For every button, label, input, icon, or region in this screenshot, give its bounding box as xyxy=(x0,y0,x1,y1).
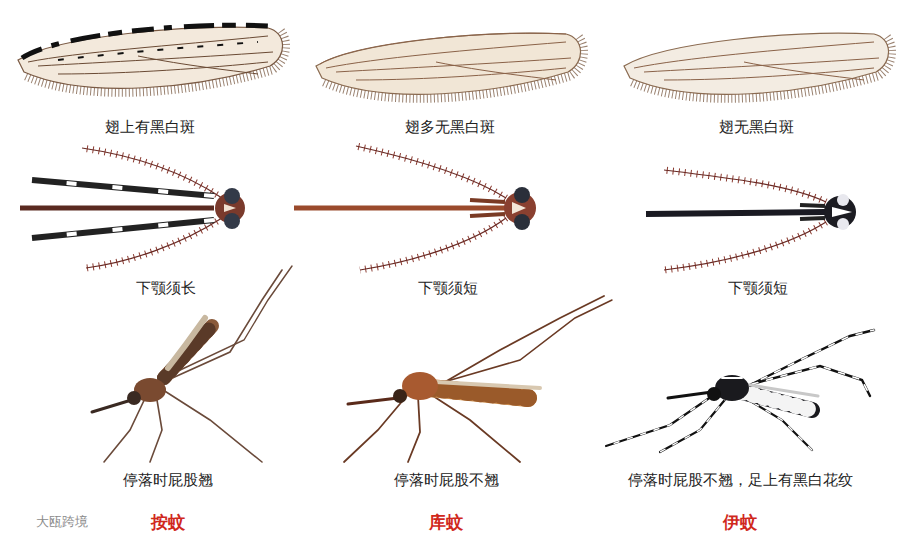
wing-aedes xyxy=(624,33,892,98)
wing-caption: 翅无黑白斑 xyxy=(719,118,794,136)
head-culex xyxy=(294,146,536,270)
wing-caption: 翅上有黑白斑 xyxy=(105,118,195,136)
posture-caption: 停落时屁股不翘 xyxy=(394,471,499,489)
posture-caption: 停落时屁股翘 xyxy=(123,471,213,489)
watermark: 大瓯跨境 xyxy=(36,514,88,530)
palp-caption: 下颚须长 xyxy=(136,279,196,297)
wing-caption: 翅多无黑白斑 xyxy=(405,118,495,136)
posture-caption: 停落时屁股不翘，足上有黑白花纹 xyxy=(628,471,853,489)
species-name: 伊蚊 xyxy=(723,512,757,532)
body-culex xyxy=(344,296,612,462)
body-aedes xyxy=(606,330,874,452)
species-name: 按蚊 xyxy=(151,512,185,532)
head-aedes xyxy=(646,170,856,270)
palp-caption: 下颚须短 xyxy=(418,279,478,297)
wing-anopheles xyxy=(18,25,286,92)
palp-caption: 下颚须短 xyxy=(728,279,788,297)
species-name: 库蚊 xyxy=(429,512,463,532)
body-anopheles xyxy=(92,266,292,462)
head-anopheles xyxy=(20,148,245,268)
wing-culex xyxy=(316,33,584,98)
